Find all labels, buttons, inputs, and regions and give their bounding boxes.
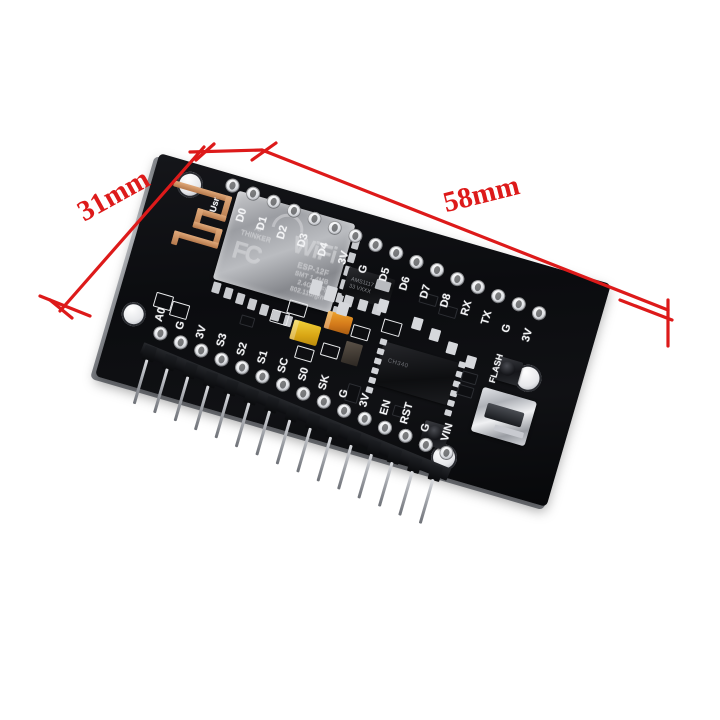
tick-31-top [194, 142, 216, 162]
tick-58-right [618, 298, 674, 322]
dim-line-31mm [58, 145, 206, 313]
tick-58-left [250, 141, 278, 162]
tick-31-bottom [48, 298, 74, 320]
dim-line-58mm [260, 148, 670, 312]
